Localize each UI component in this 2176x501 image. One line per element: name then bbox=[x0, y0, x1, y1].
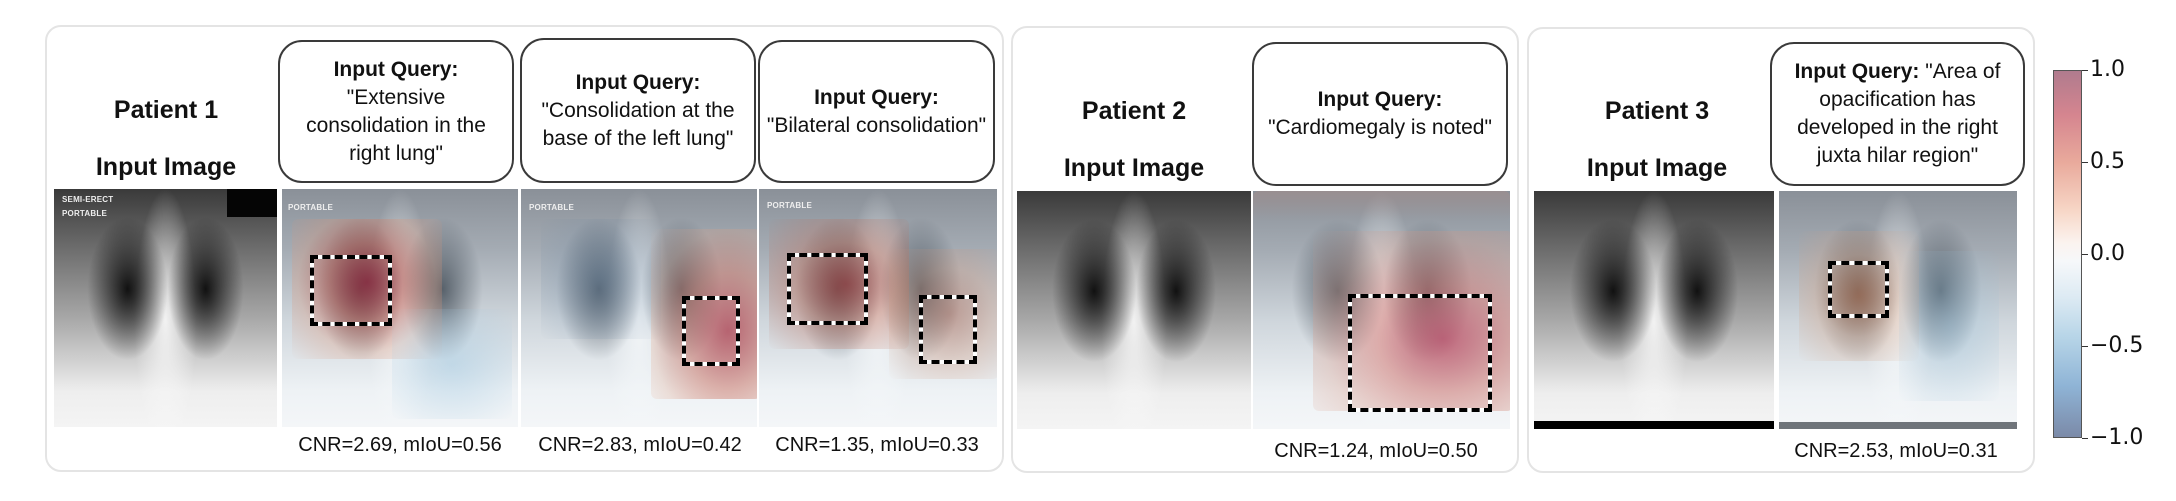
colorbar-tick-label: 0.5 bbox=[2090, 149, 2125, 174]
query-label: Input Query: bbox=[333, 57, 459, 81]
query-text: "Cardiomegaly is noted" bbox=[1268, 116, 1492, 139]
heatmap-border-tint bbox=[1253, 191, 1510, 221]
patient-3-input-xray bbox=[1534, 191, 1774, 429]
colorbar-tick-label: −1.0 bbox=[2090, 425, 2144, 450]
patient-1-title: Patient 1 bbox=[113, 96, 219, 124]
heatmap-p1-q3: PORTABLE bbox=[759, 189, 997, 427]
ground-truth-bbox-right-lung bbox=[787, 253, 868, 325]
image-tag-semi-erect: SEMI-ERECT bbox=[62, 195, 114, 204]
metric-caption-p1-q2: CNR=2.83, mIoU=0.42 bbox=[538, 434, 742, 456]
query-label: Input Query: bbox=[1794, 60, 1920, 83]
query-box-p1-q1: Input Query: "Extensive consolidation in … bbox=[278, 40, 514, 183]
query-box-p1-q2: Input Query: "Consolidation at the base o… bbox=[520, 38, 756, 183]
heatmap-positive-region-left bbox=[889, 249, 997, 379]
colorbar-tick-label: −0.5 bbox=[2090, 333, 2144, 358]
patient-2-input-xray bbox=[1017, 191, 1251, 429]
image-tag-portable: PORTABLE bbox=[62, 209, 108, 218]
image-tag-portable: PORTABLE bbox=[767, 201, 813, 210]
colorbar bbox=[2053, 70, 2082, 438]
query-text: "Extensive consolidation in the right lu… bbox=[306, 85, 486, 165]
query-box-p3-q1: Input Query: "Area of opacification has … bbox=[1770, 42, 2025, 186]
query-label: Input Query: bbox=[575, 70, 701, 94]
patient-1-input-label: Input Image bbox=[95, 153, 237, 181]
query-box-p2-q1: Input Query: "Cardiomegaly is noted" bbox=[1252, 42, 1508, 186]
colorbar-tick bbox=[2082, 70, 2088, 71]
ground-truth-bbox bbox=[682, 296, 740, 366]
heatmap-p1-q2: PORTABLE bbox=[521, 189, 757, 427]
heatmap-p2-q1 bbox=[1253, 191, 1510, 429]
image-tag-portable: PORTABLE bbox=[529, 203, 575, 212]
patient-3-input-label: Input Image bbox=[1586, 154, 1728, 182]
query-text: "Area of opacification has developed in … bbox=[1797, 60, 2001, 167]
heatmap-negative-region bbox=[1899, 251, 1999, 401]
patient-2-input-label: Input Image bbox=[1063, 154, 1205, 182]
query-box-p1-q3: Input Query: "Bilateral consolidation" bbox=[758, 40, 995, 183]
metric-caption-p3-q1: CNR=2.53, mIoU=0.31 bbox=[1794, 440, 1998, 462]
heatmap-positive-region bbox=[1799, 231, 1919, 361]
ground-truth-bbox-left-lung bbox=[919, 295, 977, 364]
metric-caption-p1-q3: CNR=1.35, mIoU=0.33 bbox=[775, 434, 979, 456]
ground-truth-bbox bbox=[310, 255, 392, 326]
heatmap-positive-region-right bbox=[769, 219, 909, 349]
patient-2-title: Patient 2 bbox=[1081, 97, 1187, 125]
metric-caption-p2-q1: CNR=1.24, mIoU=0.50 bbox=[1274, 440, 1478, 462]
colorbar-tick-label: 0.0 bbox=[2090, 241, 2125, 266]
image-corner-mask bbox=[227, 189, 277, 217]
ground-truth-bbox bbox=[1828, 261, 1889, 318]
query-text: "Bilateral consolidation" bbox=[766, 113, 987, 137]
heatmap-negative-region bbox=[392, 309, 512, 419]
heatmap-p1-q1: PORTABLE bbox=[282, 189, 518, 427]
metric-caption-p1-q1: CNR=2.69, mIoU=0.56 bbox=[298, 434, 502, 456]
heatmap-negative-region bbox=[541, 219, 661, 339]
image-bottom-border bbox=[1779, 422, 2017, 429]
heatmap-positive-region bbox=[1313, 231, 1510, 411]
colorbar-tick bbox=[2082, 162, 2088, 163]
query-label: Input Query: bbox=[1317, 88, 1443, 111]
colorbar-tick bbox=[2082, 346, 2088, 347]
colorbar-tick bbox=[2082, 438, 2088, 439]
colorbar-tick-label: 1.0 bbox=[2090, 57, 2125, 82]
heatmap-p3-q1 bbox=[1779, 191, 2017, 429]
query-label: Input Query: bbox=[814, 85, 939, 109]
colorbar-tick bbox=[2082, 254, 2088, 255]
image-tag-portable: PORTABLE bbox=[288, 203, 334, 212]
image-bottom-border bbox=[1534, 421, 1774, 429]
ground-truth-bbox bbox=[1348, 294, 1492, 412]
patient-3-title: Patient 3 bbox=[1604, 97, 1710, 125]
query-text: "Consolidation at the base of the left l… bbox=[541, 98, 735, 150]
patient-1-input-xray: SEMI-ERECT PORTABLE bbox=[54, 189, 277, 427]
